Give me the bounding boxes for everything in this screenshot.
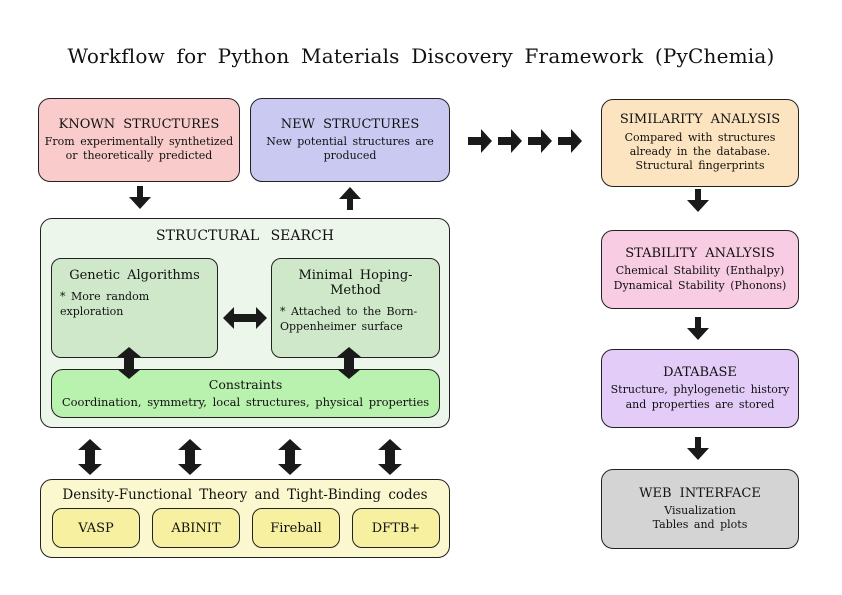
genetic-algorithms-box: Genetic Algorithms * More random explora… [51,258,218,358]
constraints-box: Constraints Coordination, symmetry, loca… [51,369,440,418]
code-box-vasp: VASP [52,508,140,548]
known-structures-title: KNOWN STRUCTURES [58,116,220,132]
arrow-down-icon [128,186,152,210]
database-text: and properties are stored [625,397,775,411]
dft-codes-title: Density-Functional Theory and Tight-Bind… [62,487,428,503]
arrow-right-icon [498,128,523,154]
arrow-up-down-icon [277,438,303,476]
diagram-title: Workflow for Python Materials Discovery … [67,44,775,68]
arrow-up-down-icon [377,438,403,476]
new-structures-text: New potential structures are [266,134,434,148]
arrow-right-icon [528,128,553,154]
stability-analysis-title: STABILITY ANALYSIS [625,246,775,262]
constraints-title: Constraints [208,377,283,393]
genetic-algorithms-text: exploration [60,304,124,318]
database-box: DATABASE Structure, phylogenetic history… [601,349,799,428]
arrow-up-down-icon [336,346,362,380]
web-interface-text: Tables and plots [652,518,748,532]
stability-analysis-box: STABILITY ANALYSIS Chemical Stability (E… [601,230,799,309]
web-interface-box: WEB INTERFACE Visualization Tables and p… [601,469,799,549]
new-structures-box: NEW STRUCTURES New potential structures … [250,98,450,182]
new-structures-text: produced [323,149,377,163]
arrow-left-right-icon [222,305,268,331]
arrow-right-icon [468,128,493,154]
stability-analysis-text: Chemical Stability (Enthalpy) [615,264,785,278]
similarity-analysis-text: already in the database. [629,144,771,158]
similarity-analysis-box: SIMILARITY ANALYSIS Compared with struct… [601,99,799,187]
stability-analysis-text: Dynamical Stability (Phonons) [613,278,787,292]
minimal-hoping-method-text: * Attached to the Born- [280,305,418,318]
structural-search-title: STRUCTURAL SEARCH [156,228,334,244]
arrow-down-icon [686,189,710,213]
code-label: DFTB+ [371,520,421,536]
arrow-up-down-icon [77,438,103,476]
arrow-up-down-icon [177,438,203,476]
known-structures-box: KNOWN STRUCTURES From experimentally syn… [38,98,240,182]
new-structures-title: NEW STRUCTURES [280,116,420,132]
code-box-fireball: Fireball [252,508,340,548]
known-structures-text: From experimentally synthetized [44,134,234,148]
known-structures-text: or theoretically predicted [65,149,213,163]
code-label: ABINIT [171,520,221,536]
database-text: Structure, phylogenetic history [610,383,790,397]
arrow-up-down-icon [116,346,142,380]
code-label: Fireball [270,520,322,536]
web-interface-title: WEB INTERFACE [639,485,761,501]
arrow-up-icon [338,186,362,210]
minimal-hoping-method-text: Oppenheimer surface [280,319,403,333]
arrow-down-icon [686,437,710,461]
genetic-algorithms-text: * More random [60,290,150,303]
code-box-dftbplus: DFTB+ [352,508,440,548]
code-box-abinit: ABINIT [152,508,240,548]
similarity-analysis-text: Compared with structures [624,130,776,144]
code-label: VASP [78,520,114,536]
web-interface-text: Visualization [664,503,736,517]
arrow-down-icon [686,317,710,341]
arrow-right-icon [558,128,583,154]
minimal-hoping-method-box: Minimal Hoping-Method * Attached to the … [271,258,440,358]
similarity-analysis-text: Structural fingerprints [635,159,765,173]
constraints-text: Coordination, symmetry, local structures… [61,394,430,409]
minimal-hoping-method-title: Minimal Hoping-Method [298,268,413,298]
similarity-analysis-title: SIMILARITY ANALYSIS [619,112,781,128]
genetic-algorithms-title: Genetic Algorithms [69,268,200,283]
database-title: DATABASE [663,365,737,381]
